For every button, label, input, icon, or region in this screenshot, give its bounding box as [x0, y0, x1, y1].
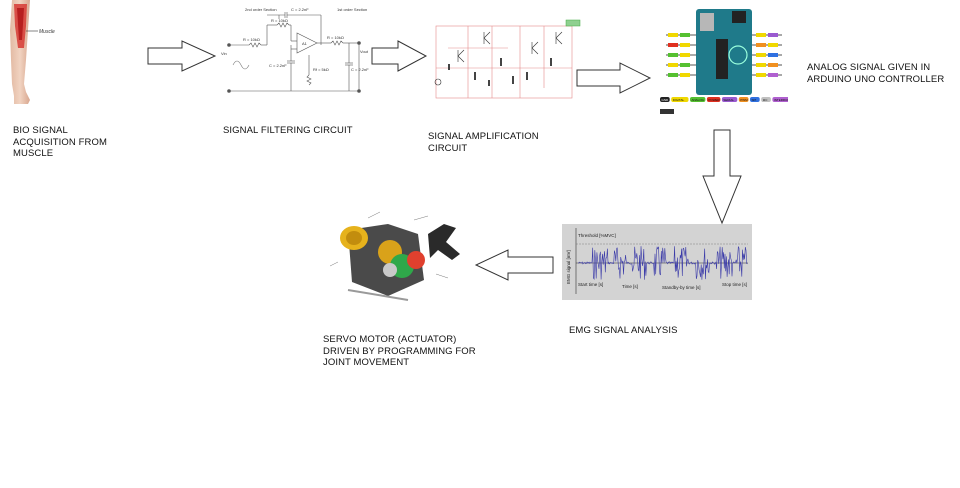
filter-label-vin: Vin — [221, 51, 227, 56]
filter-circuit-image: 2nd order Section 1st order Section R = … — [219, 5, 371, 100]
analysis-caption: EMG SIGNAL ANALYSIS — [569, 325, 678, 337]
arduino-legend-chip — [750, 97, 760, 102]
servo-motor-image — [328, 210, 472, 310]
arduino-legend-label: GND — [662, 98, 670, 102]
muscle-leg-image: Muscle — [0, 0, 60, 108]
acquisition-caption-line1: BIO SIGNAL — [13, 125, 68, 136]
arrow-right-1 — [147, 40, 217, 72]
amplification-caption-line1: SIGNAL AMPLIFICATION — [428, 131, 539, 142]
emg-label-stop: Stop time [s] — [722, 282, 747, 287]
arduino-legend-label: I2C — [763, 98, 769, 102]
arduino-legend-chip — [721, 97, 738, 102]
controller-caption: ANALOG SIGNAL GIVEN IN ARDUINO UNO CONTR… — [807, 62, 944, 85]
arduino-legend-label: INTERRUPT — [774, 98, 788, 102]
arduino-legend-chip — [660, 97, 670, 102]
acquisition-caption-line3: MUSCLE — [13, 148, 54, 159]
arduino-legend-label: DIGITAL — [673, 98, 685, 102]
arrow-right-2 — [371, 40, 428, 72]
controller-caption-line2: ARDUINO UNO CONTROLLER — [807, 73, 945, 85]
filter-label-r1: R = 10kΩ — [243, 37, 260, 42]
actuator-caption: SERVO MOTOR (ACTUATOR) DRIVEN BY PROGRAM… — [323, 334, 476, 369]
actuator-caption-line3: JOINT MOVEMENT — [323, 357, 410, 368]
muscle-label: Muscle — [39, 29, 55, 35]
filtering-caption-line1: SIGNAL FILTERING CIRCUIT — [223, 125, 353, 136]
emg-plot-image: Threshold [%MVC] Start time [s] Standby-… — [562, 224, 752, 300]
arduino-legend-chip — [761, 97, 771, 102]
filter-label-c2: C = 2.2nF — [269, 63, 287, 68]
filter-label-section-left: 2nd order Section — [245, 7, 277, 12]
emg-label-threshold: Threshold [%MVC] — [578, 233, 616, 238]
arrow-left-1 — [474, 249, 554, 281]
arduino-legend-label: SERIAL — [723, 98, 734, 102]
arduino-legend-chip — [671, 97, 689, 102]
amplification-caption-line2: CIRCUIT — [428, 142, 468, 154]
filter-label-r3: R = 10kΩ — [327, 35, 344, 40]
filter-label-opamp: A1 — [302, 41, 308, 46]
arduino-legend-label: SPI — [752, 98, 757, 102]
filter-label-c1: C = 2.2nF — [291, 7, 309, 12]
emg-label-start: Start time [s] — [578, 282, 603, 287]
arduino-legend-chip — [738, 97, 749, 102]
actuator-caption-line2: DRIVEN BY PROGRAMMING FOR — [323, 345, 476, 357]
arduino-legend-label: ANALOG — [692, 98, 705, 102]
arduino-legend-label: POWER — [708, 98, 720, 102]
amplification-caption: SIGNAL AMPLIFICATION CIRCUIT — [428, 131, 539, 154]
arduino-legend-chip — [772, 97, 788, 102]
arrow-right-3 — [576, 62, 652, 94]
acquisition-caption-line2: ACQUISITION FROM — [13, 136, 107, 148]
analysis-caption-line1: EMG SIGNAL ANALYSIS — [569, 325, 678, 336]
amplification-circuit-image — [428, 18, 588, 102]
emg-label-time: Time [s] — [622, 284, 638, 289]
controller-caption-line1: ANALOG SIGNAL GIVEN IN — [807, 62, 931, 73]
filter-label-r4: Rf = 5kΩ — [313, 67, 329, 72]
acquisition-caption: BIO SIGNAL ACQUISITION FROM MUSCLE — [13, 125, 107, 160]
emg-label-standby: Standby-by time [s] — [662, 285, 701, 290]
arrow-down-1 — [702, 129, 742, 225]
filter-label-c3: C = 2.2nF — [351, 67, 369, 72]
arduino-legend-chip — [706, 97, 721, 102]
filter-label-section-right: 1st order Section — [337, 7, 367, 12]
filter-label-r2: R = 10kΩ — [271, 18, 288, 23]
emg-label-ylabel: EMG signal [mV] — [566, 250, 571, 284]
arduino-legend-chip — [690, 97, 706, 102]
filtering-caption: SIGNAL FILTERING CIRCUIT — [223, 125, 353, 137]
actuator-caption-line1: SERVO MOTOR (ACTUATOR) — [323, 334, 457, 345]
arduino-legend-label: PWM — [740, 98, 748, 102]
filter-label-vout: Vout — [360, 49, 369, 54]
